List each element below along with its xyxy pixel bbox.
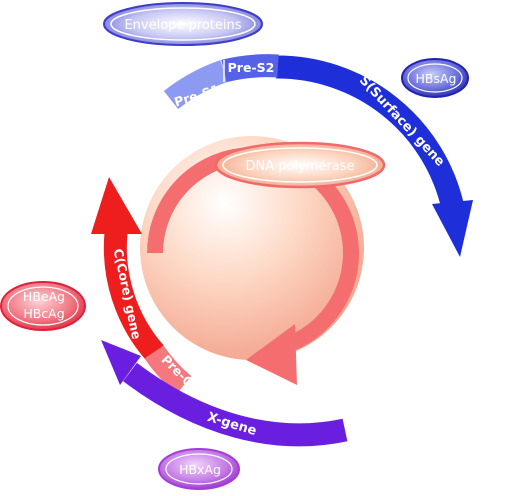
hbsag-label: HBsAg <box>416 71 457 86</box>
hbxag-oval: HBxAg <box>158 448 240 490</box>
hbxag-label: HBxAg <box>179 462 221 477</box>
pre-s2-label: Pre-S2 <box>228 60 275 75</box>
pre-s1-segment <box>163 60 228 110</box>
hbeag-hbcag-oval: HBeAg HBcAg <box>0 281 86 331</box>
envelope-proteins-label: Envelope proteins <box>124 18 241 33</box>
surface-gene-arc <box>275 55 465 211</box>
hbeag-label: HBeAg <box>23 289 65 304</box>
x-gene-arc <box>123 362 348 447</box>
core-gene-arrowhead <box>91 177 142 234</box>
dna-polymerase-oval: DNA polymerase <box>214 141 386 189</box>
envelope-proteins-oval: Envelope proteins <box>103 2 263 46</box>
dna-polymerase-label: DNA polymerase <box>245 159 354 174</box>
x-gene-arrowhead <box>101 340 141 385</box>
hbcag-label: HBcAg <box>23 306 64 321</box>
surface-gene-arrowhead <box>432 200 473 257</box>
pre-c-segment <box>144 345 192 394</box>
virion-sphere <box>140 136 364 360</box>
polymerase-ring-arrowhead <box>246 324 297 385</box>
core-gene-arc <box>103 231 164 361</box>
hbsag-oval: HBsAg <box>401 58 469 98</box>
pre-s2-segment <box>221 54 279 83</box>
